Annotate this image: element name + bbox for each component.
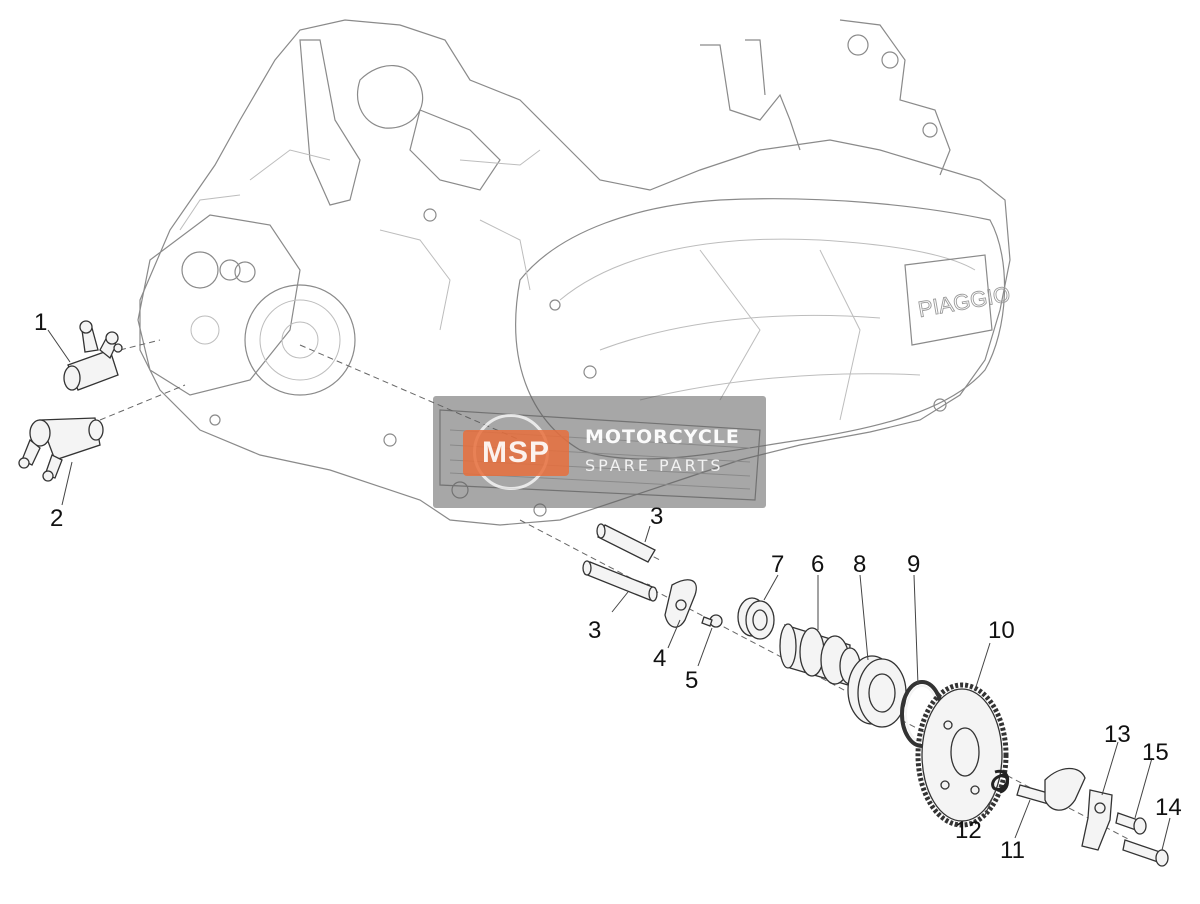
callout-15: 15 [1142, 739, 1169, 766]
callout-numbers: 1 2 3 3 4 5 6 7 8 9 10 11 12 13 15 14 [34, 309, 1182, 864]
watermark-badge: MSP [463, 430, 569, 476]
part-decompressor-shaft [1016, 767, 1086, 811]
callout-2: 2 [50, 505, 63, 532]
part-rocker-pin-lower [582, 560, 658, 602]
callout-14: 14 [1155, 794, 1182, 821]
callout-1: 1 [34, 309, 47, 336]
watermark-title: MOTORCYCLE [585, 426, 740, 448]
callout-pointers [47, 329, 1171, 851]
part-bearing-small [737, 597, 775, 640]
callout-7: 7 [771, 551, 784, 578]
callout-9: 9 [907, 551, 920, 578]
part-rocker-pin-upper [596, 523, 656, 563]
callout-4: 4 [653, 645, 666, 672]
callout-3-lower: 3 [588, 617, 601, 644]
part-camshaft-sprocket [915, 682, 1009, 828]
part-screw [701, 614, 723, 628]
watermark-banner: MSP MOTORCYCLE SPARE PARTS [433, 396, 766, 508]
part-bearing-large [847, 655, 907, 728]
part-spring [991, 769, 1010, 794]
part-rocker-arm-upper [63, 320, 123, 391]
watermark-subtitle: SPARE PARTS [585, 456, 724, 475]
callout-6: 6 [811, 551, 824, 578]
callout-5: 5 [685, 667, 698, 694]
part-counterweight [1081, 789, 1113, 851]
callout-8: 8 [853, 551, 866, 578]
callout-12: 12 [955, 817, 982, 844]
part-bolt-short [1115, 812, 1147, 835]
part-camshaft [779, 623, 861, 686]
callout-11: 11 [1000, 837, 1025, 864]
callout-13: 13 [1104, 721, 1131, 748]
part-rocker-arm-lower [18, 417, 104, 482]
callout-10: 10 [988, 617, 1015, 644]
callout-3-upper: 3 [650, 503, 663, 530]
part-retaining-plate [664, 579, 697, 628]
part-bolt-long [1122, 839, 1169, 867]
